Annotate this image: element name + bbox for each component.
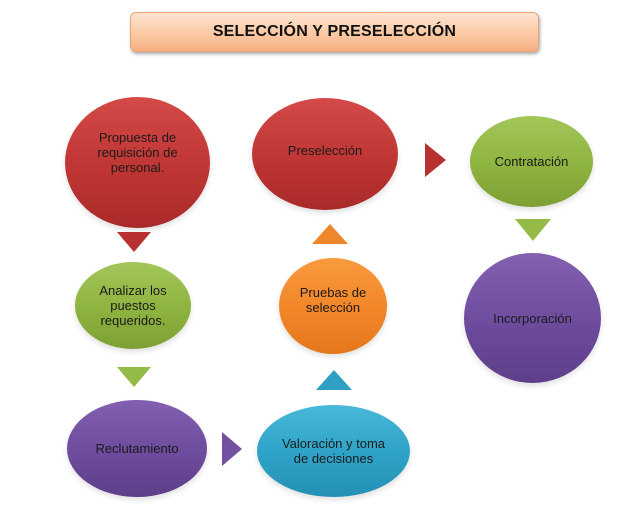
node-propuesta-label: Propuesta de requisición de personal. — [97, 130, 178, 175]
node-reclutamiento: Reclutamiento — [67, 400, 207, 497]
arrow-down-icon — [515, 219, 551, 241]
arrow-down-icon — [117, 232, 151, 252]
node-incorporacion-label: Incorporación — [493, 310, 572, 326]
node-reclutamiento-label: Reclutamiento — [95, 441, 179, 456]
arrow-right-icon — [425, 143, 446, 177]
node-incorporacion: Incorporación — [464, 253, 601, 383]
diagram-title: SELECCIÓN Y PRESELECCIÓN — [130, 12, 539, 52]
node-valoracion: Valoración y toma de decisiones — [257, 405, 410, 497]
node-contratacion-label: Contratación — [494, 154, 569, 169]
node-valoracion-label: Valoración y toma de decisiones — [281, 436, 386, 466]
arrow-down-icon — [117, 367, 151, 387]
node-contratacion: Contratación — [470, 116, 593, 207]
arrow-up-icon — [316, 370, 352, 390]
node-pruebas-label: Pruebas de selección — [299, 285, 367, 315]
arrow-right-icon — [222, 432, 242, 466]
node-analizar-label: Analizar los puestos requeridos. — [99, 283, 167, 328]
node-propuesta: Propuesta de requisición de personal. — [65, 97, 210, 228]
node-pruebas: Pruebas de selección — [279, 258, 387, 354]
arrow-up-icon — [312, 224, 348, 244]
node-preseleccion-label: Preselección — [287, 142, 363, 158]
node-preseleccion: Preselección — [252, 98, 398, 210]
node-analizar: Analizar los puestos requeridos. — [75, 262, 191, 349]
